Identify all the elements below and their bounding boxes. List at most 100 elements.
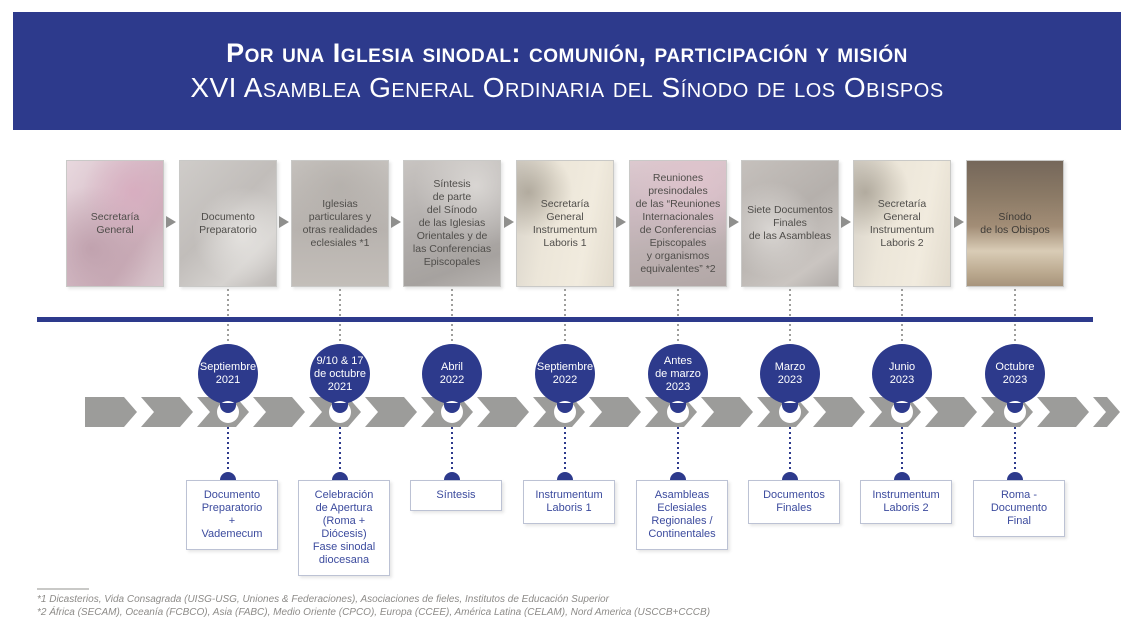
date-marker-sep-2022: Septiembre 2022	[535, 344, 595, 404]
date-label: Septiembre 2022	[536, 361, 594, 386]
process-box-label: Siete Documentos Finales de las Asamblea…	[747, 204, 833, 242]
date-marker-junio-2023: Junio 2023	[872, 344, 932, 404]
outcome-box-label: Síntesis	[436, 489, 476, 501]
dotted-connector	[789, 427, 791, 472]
chevron-segment	[477, 397, 529, 427]
date-label: Antes de marzo 2023	[655, 354, 701, 393]
outcome-box-documento-preparatorio: Documento Preparatorio + Vademecum	[186, 480, 278, 550]
connector-bump-icon	[782, 472, 798, 480]
date-label: Septiembre 2021	[199, 361, 257, 386]
outcome-box-asambleas-eclesiales: Asambleas Eclesiales Regionales / Contin…	[636, 480, 728, 550]
chevron-segment	[589, 397, 641, 427]
arrow-right-icon	[166, 216, 176, 228]
process-box-label: Sínodo de los Obispos	[980, 210, 1050, 236]
process-box-secretaria-general: Secretaría General	[66, 160, 164, 287]
chevron-segment	[925, 397, 977, 427]
arrow-right-icon	[954, 216, 964, 228]
outcome-box-instrumentum-laboris-1: Instrumentum Laboris 1	[523, 480, 615, 524]
outcome-box-documentos-finales: Documentos Finales	[748, 480, 840, 524]
outcome-box-label: Instrumentum Laboris 1	[535, 489, 603, 514]
connector-bump-icon	[332, 472, 348, 480]
dotted-connector	[451, 289, 453, 343]
date-label: 9/10 & 17 de octubre 2021	[314, 354, 366, 393]
outcome-box-label: Documentos Finales	[763, 489, 825, 514]
process-box-instrumentum-laboris-1: Secretaría General Instrumentum Laboris …	[516, 160, 614, 287]
dotted-connector	[451, 427, 453, 472]
outcome-box-label: Asambleas Eclesiales Regionales / Contin…	[648, 489, 716, 540]
date-marker-oct-2021: 9/10 & 17 de octubre 2021	[310, 344, 370, 404]
process-box-documento-preparatorio: Documento Preparatorio	[179, 160, 277, 287]
chevron-segment	[1093, 397, 1120, 427]
chevron-segment	[813, 397, 865, 427]
pin-knot-icon	[220, 403, 236, 413]
pin-knot-icon	[894, 403, 910, 413]
chevron-segment	[365, 397, 417, 427]
dotted-connector	[1014, 427, 1016, 472]
dotted-connector	[901, 289, 903, 343]
process-box-label: Documento Preparatorio	[199, 210, 257, 236]
process-box-instrumentum-laboris-2: Secretaría General Instrumentum Laboris …	[853, 160, 951, 287]
arrow-right-icon	[279, 216, 289, 228]
footnote-1: *1 Dicasterios, Vida Consagrada (UISG-US…	[37, 594, 609, 605]
date-marker-sep-2021: Septiembre 2021	[198, 344, 258, 404]
page-title: Por una Iglesia sinodal: comunión, parti…	[226, 38, 908, 68]
chevron-segment	[85, 397, 137, 427]
outcome-box-roma-documento-final: Roma - Documento Final	[973, 480, 1065, 537]
process-box-sinodo-obispos: Sínodo de los Obispos	[966, 160, 1064, 287]
process-box-label: Secretaría General	[90, 210, 140, 236]
date-label: Marzo 2023	[774, 361, 806, 386]
outcome-box-label: Celebración de Apertura (Roma + Diócesis…	[312, 489, 376, 566]
date-marker-marzo-2023: Marzo 2023	[760, 344, 820, 404]
arrow-right-icon	[729, 216, 739, 228]
outcome-box-label: Documento Preparatorio + Vademecum	[201, 489, 263, 540]
date-marker-antes-marzo-2023: Antes de marzo 2023	[648, 344, 708, 404]
date-label: Junio 2023	[888, 361, 916, 386]
footnotes: *1 Dicasterios, Vida Consagrada (UISG-US…	[37, 594, 710, 619]
outcome-box-celebracion-apertura: Celebración de Apertura (Roma + Diócesis…	[298, 480, 390, 576]
outcome-box-instrumentum-laboris-2: Instrumentum Laboris 2	[860, 480, 952, 524]
connector-bump-icon	[444, 472, 460, 480]
process-box-label: Reuniones presinodales de las “Reuniones…	[635, 171, 721, 275]
dotted-connector	[339, 427, 341, 472]
process-box-reuniones-presinodales: Reuniones presinodales de las “Reuniones…	[629, 160, 727, 287]
process-box-sintesis-iglesias-orientales: Síntesis de parte del Sínodo de las Igle…	[403, 160, 501, 287]
date-label: Octubre 2023	[995, 361, 1035, 386]
page-subtitle: XVI Asamblea General Ordinaria del Sínod…	[190, 72, 944, 103]
outcome-box-label: Instrumentum Laboris 2	[872, 489, 940, 514]
dotted-connector	[1014, 289, 1016, 343]
connector-bump-icon	[220, 472, 236, 480]
header-banner: Por una Iglesia sinodal: comunión, parti…	[13, 12, 1121, 130]
dotted-connector	[564, 427, 566, 472]
pin-knot-icon	[782, 403, 798, 413]
timeline-divider-line	[37, 317, 1093, 322]
pin-knot-icon	[1007, 403, 1023, 413]
footnote-rule	[37, 588, 89, 590]
pin-knot-icon	[557, 403, 573, 413]
dotted-connector	[227, 289, 229, 343]
chevron-segment	[1037, 397, 1089, 427]
process-box-label: Secretaría General Instrumentum Laboris …	[869, 197, 935, 249]
dotted-connector	[677, 289, 679, 343]
timeline-chevron-band	[85, 397, 1120, 427]
connector-bump-icon	[894, 472, 910, 480]
chevron-segment	[141, 397, 193, 427]
outcome-box-sintesis: Síntesis	[410, 480, 502, 511]
process-box-label: Iglesias particulares y otras realidades…	[302, 197, 378, 249]
connector-bump-icon	[1007, 472, 1023, 480]
chevron-segment	[253, 397, 305, 427]
dotted-connector	[901, 427, 903, 472]
connector-bump-icon	[557, 472, 573, 480]
chevron-segment	[701, 397, 753, 427]
process-box-iglesias-particulares: Iglesias particulares y otras realidades…	[291, 160, 389, 287]
arrow-right-icon	[391, 216, 401, 228]
dotted-connector	[227, 427, 229, 472]
connector-bump-icon	[670, 472, 686, 480]
dotted-connector	[677, 427, 679, 472]
pin-knot-icon	[670, 403, 686, 413]
process-box-label: Secretaría General Instrumentum Laboris …	[532, 197, 598, 249]
footnote-2: *2 África (SECAM), Oceanía (FCBCO), Asia…	[37, 606, 711, 618]
arrow-right-icon	[504, 216, 514, 228]
date-marker-abr-2022: Abril 2022	[422, 344, 482, 404]
date-label: Abril 2022	[439, 361, 465, 386]
